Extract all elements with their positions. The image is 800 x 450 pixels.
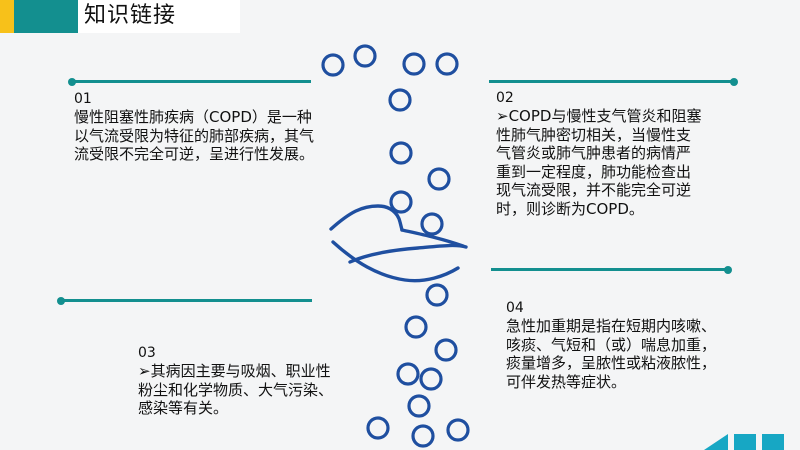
section-text: 急性加重期是指在短期内咳嗽、咳痰、气短和（或）喘息加重，痰量增多，呈脓性或粘液脓… [506,317,717,391]
bubble-icon [419,367,443,391]
open-hand-icon [329,204,468,283]
section-text: ➢其病因主要与吸烟、职业性粉尘和化学物质、大气污染、感染等有关。 [138,362,334,417]
title-accent-teal [14,0,78,33]
section-number: 01 [74,91,92,107]
divider-dot [724,265,732,274]
title-bar: 知识链接 [0,0,240,33]
bubble-icon [321,53,345,77]
section-number: 03 [138,345,156,361]
section-number: 02 [496,90,514,106]
bubble-icon [404,315,428,339]
section-number: 04 [506,300,524,316]
divider-dot [730,77,738,86]
section-04: 04 急性加重期是指在短期内咳嗽、咳痰、气短和（或）喘息加重，痰量增多，呈脓性或… [506,300,716,391]
bubble-icon [389,141,413,165]
divider-03 [57,296,312,305]
bubble-icon [366,416,390,440]
bubble-icon [427,167,451,191]
bubble-icon [446,418,470,442]
bubble-icon [389,190,413,214]
bubble-icon [353,44,377,68]
bubble-icon [402,52,426,76]
divider-01 [68,77,311,86]
divider-dot [68,77,76,86]
bubble-icon [396,362,420,386]
bubble-icon [411,424,435,448]
bubble-icon [434,338,458,362]
bubble-icon [407,394,431,418]
bubble-icon [388,88,412,112]
divider-02 [489,77,738,86]
section-text: 慢性阻塞性肺疾病（COPD）是一种以气流受限为特征的肺部疾病，其气流受限不完全可… [74,108,315,163]
section-03: 03 ➢其病因主要与吸烟、职业性粉尘和化学物质、大气污染、感染等有关。 [138,345,334,418]
page-title: 知识链接 [84,3,177,28]
bubble-icon [420,212,444,236]
section-text: ➢COPD与慢性支气管炎和阻塞性肺气肿密切相关，当慢性支气管炎或肺气肿患者的病情… [496,107,702,218]
section-01: 01 慢性阻塞性肺疾病（COPD）是一种以气流受限为特征的肺部疾病，其气流受限不… [74,91,322,164]
bubble-icon [435,52,459,76]
divider-04 [491,265,732,274]
bubble-icon [425,283,449,307]
divider-dot [57,296,65,305]
corner-decoration [704,434,784,450]
title-background [78,0,240,33]
title-accent-yellow [0,0,14,33]
section-02: 02 ➢COPD与慢性支气管炎和阻塞性肺气肿密切相关，当慢性支气管炎或肺气肿患者… [496,90,702,218]
